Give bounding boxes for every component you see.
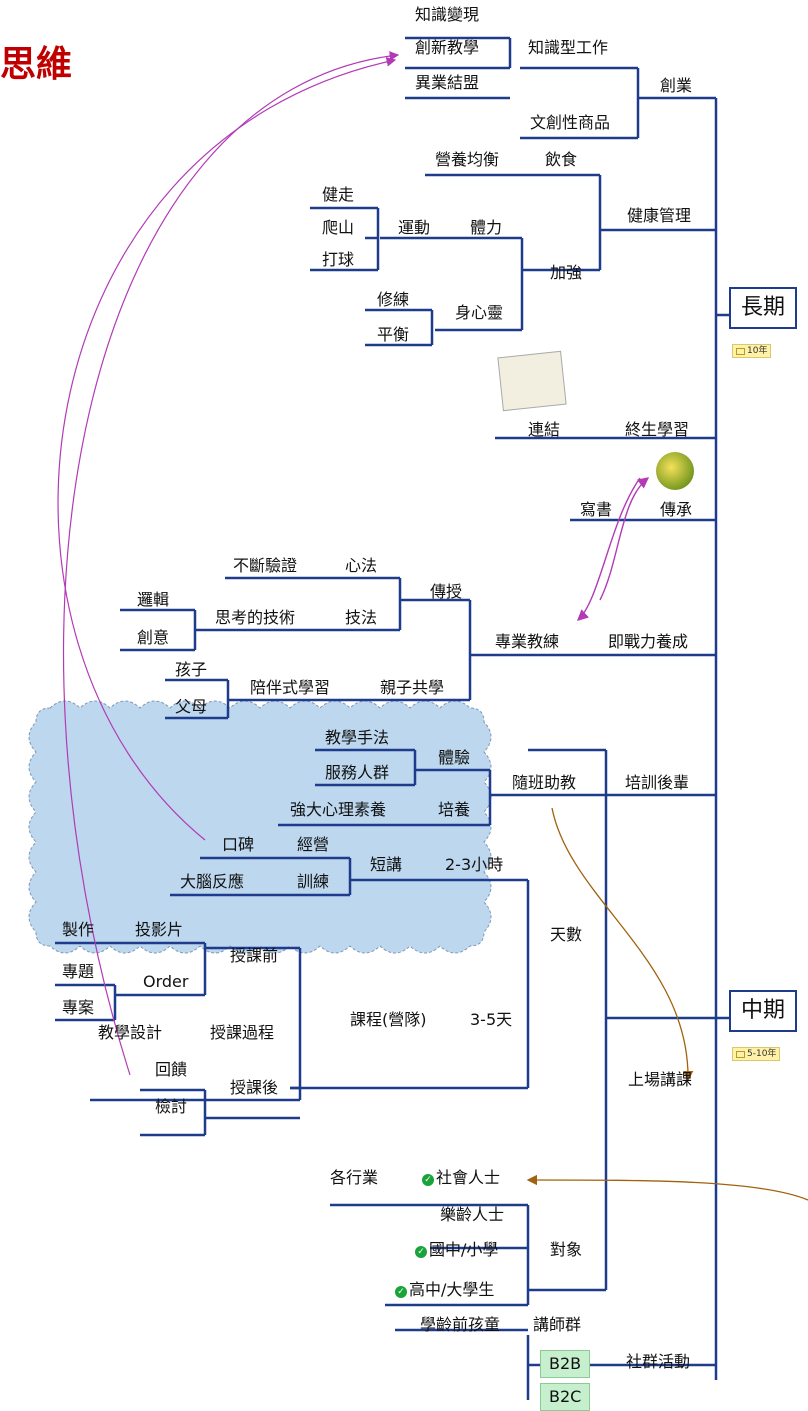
node-tianshu[interactable]: 天數 (550, 925, 583, 944)
node-koubei[interactable]: 口碑 (222, 835, 255, 854)
node-shouke-qian[interactable]: 授課前 (230, 946, 279, 965)
node-qiangda[interactable]: 強大心理素養 (290, 800, 387, 819)
node-yinshi[interactable]: 飲食 (545, 150, 578, 169)
node-xueling[interactable]: 學齡前孩童 (420, 1315, 501, 1334)
link-chuancheng-zhuanye-2 (599, 477, 650, 601)
node-peiban[interactable]: 陪伴式學習 (250, 678, 331, 697)
node-jifa[interactable]: 技法 (345, 608, 378, 627)
node-hours[interactable]: 2-3小時 (445, 855, 504, 874)
node-yundong[interactable]: 運動 (398, 218, 431, 237)
page-title-fragment: 思維 (0, 44, 73, 85)
node-zhuanti[interactable]: 專題 (62, 962, 95, 981)
node-qinzi[interactable]: 親子共學 (380, 678, 445, 697)
node-sikao[interactable]: 思考的技術 (215, 608, 296, 627)
node-chuangyi[interactable]: 創意 (137, 628, 170, 647)
node-wenchuang[interactable]: 文創性商品 (530, 113, 611, 132)
node-shangchang[interactable]: 上場講課 (628, 1070, 693, 1089)
node-zhishi-bianxian[interactable]: 知識變現 (415, 5, 480, 24)
node-mid-term[interactable]: 中期 (729, 990, 798, 1032)
node-shenxinling[interactable]: 身心靈 (455, 303, 504, 322)
node-jiaoxue-shoufa[interactable]: 教學手法 (325, 728, 390, 747)
node-pingheng[interactable]: 平衡 (377, 325, 410, 344)
node-gehangye[interactable]: 各行業 (330, 1168, 379, 1187)
node-zhuanye[interactable]: 專業教練 (495, 632, 560, 651)
node-duixiang[interactable]: 對象 (550, 1240, 583, 1259)
node-danao[interactable]: 大腦反應 (180, 872, 245, 891)
node-chuangye[interactable]: 創業 (660, 76, 693, 95)
node-yingyang[interactable]: 營養均衡 (435, 150, 500, 169)
node-jiaoxue-sheji[interactable]: 教學設計 (98, 1023, 163, 1042)
node-jianzou[interactable]: 健走 (322, 185, 355, 204)
mid-term-badge: 5-10年 (732, 1047, 781, 1061)
node-jiaqiang[interactable]: 加強 (550, 263, 583, 282)
node-guozhong[interactable]: ✓國中/小學 (415, 1240, 498, 1260)
link-sheji-chuangxin (62, 51, 400, 1076)
node-b2c[interactable]: B2C (540, 1383, 591, 1411)
node-jiankang[interactable]: 健康管理 (627, 206, 692, 225)
node-gaozhong[interactable]: ✓高中/大學生 (395, 1280, 494, 1300)
node-touying[interactable]: 投影片 (135, 920, 184, 939)
node-shehui[interactable]: ✓社會人士 (422, 1168, 500, 1188)
yinyang-icon (656, 452, 694, 490)
course-cloud (28, 700, 492, 954)
node-peiyang[interactable]: 培養 (438, 800, 471, 819)
check-icon: ✓ (422, 1174, 434, 1186)
node-zhishixing-gongzuo[interactable]: 知識型工作 (528, 38, 609, 57)
node-b2b[interactable]: B2B (540, 1350, 591, 1378)
node-zhuanan[interactable]: 專案 (62, 998, 95, 1017)
node-huikui[interactable]: 回饋 (155, 1060, 188, 1079)
node-jiangshi[interactable]: 講師群 (533, 1315, 582, 1334)
node-buduan[interactable]: 不斷驗證 (233, 556, 298, 575)
node-haizi[interactable]: 孩子 (175, 660, 208, 679)
node-days[interactable]: 3-5天 (470, 1010, 513, 1029)
node-luoji[interactable]: 邏輯 (137, 590, 170, 609)
node-xiulian[interactable]: 修練 (377, 290, 410, 309)
node-pashan[interactable]: 爬山 (322, 218, 355, 237)
node-zhongsheng[interactable]: 終生學習 (625, 420, 690, 439)
node-fuwu[interactable]: 服務人群 (325, 763, 390, 782)
node-yiye-jiemeng[interactable]: 異業結盟 (415, 73, 480, 92)
node-shouke-guocheng[interactable]: 授課過程 (210, 1023, 275, 1042)
check-icon: ✓ (395, 1286, 407, 1298)
node-long-term[interactable]: 長期 (729, 287, 798, 329)
node-lianjie[interactable]: 連結 (528, 420, 561, 439)
node-jingying[interactable]: 經營 (297, 835, 330, 854)
node-shouke-hou[interactable]: 授課後 (230, 1078, 279, 1097)
node-xieshu[interactable]: 寫書 (580, 500, 613, 519)
node-peixun[interactable]: 培訓後輩 (625, 773, 690, 792)
node-suiban[interactable]: 隨班助教 (512, 773, 577, 792)
node-tili[interactable]: 體力 (470, 218, 503, 237)
node-chuancheng[interactable]: 傳承 (660, 500, 693, 519)
node-zhizuo[interactable]: 製作 (62, 920, 95, 939)
node-daqiu[interactable]: 打球 (322, 250, 355, 269)
node-xunlian[interactable]: 訓練 (297, 872, 330, 891)
node-chuanshou[interactable]: 傳授 (430, 582, 463, 601)
long-term-badge: 10年 (732, 344, 772, 358)
map-image-icon (497, 350, 567, 412)
node-xinfa[interactable]: 心法 (345, 556, 378, 575)
node-leling[interactable]: 樂齡人士 (440, 1205, 505, 1224)
node-jizhanli[interactable]: 即戰力養成 (608, 632, 689, 651)
check-icon: ✓ (415, 1246, 427, 1258)
node-kecheng[interactable]: 課程(營隊) (350, 1010, 427, 1029)
link-suiban-shangchang (551, 807, 694, 1082)
node-chuangxin-jiaoxue[interactable]: 創新教學 (415, 38, 480, 57)
node-jiantao[interactable]: 檢討 (155, 1097, 188, 1116)
link-koubei-chuangxin (57, 57, 397, 841)
link-chuancheng-zhuanye (576, 477, 641, 621)
node-duanjiang[interactable]: 短講 (370, 855, 403, 874)
node-tiyan[interactable]: 體驗 (438, 748, 471, 767)
node-order[interactable]: Order (143, 972, 189, 991)
node-shequn[interactable]: 社群活動 (626, 1352, 691, 1371)
node-fumu[interactable]: 父母 (175, 697, 208, 716)
link-shehui (526, 1174, 808, 1201)
